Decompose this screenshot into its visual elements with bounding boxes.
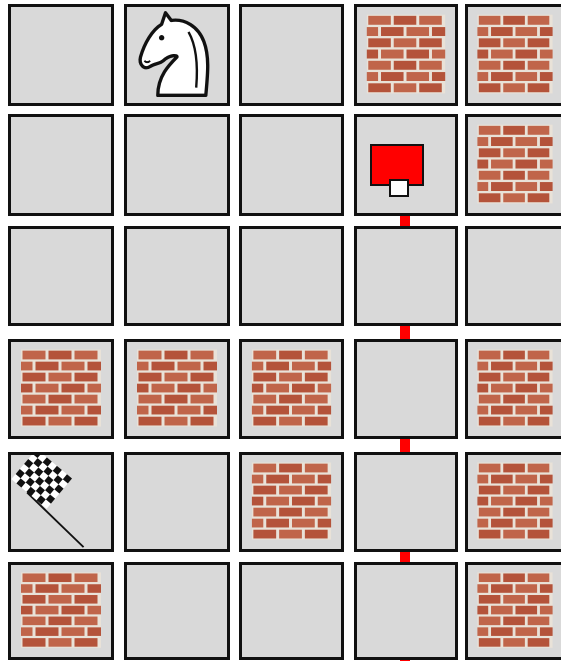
board-cell-r3c1-empty[interactable] — [8, 226, 114, 326]
board-cell-r6c1-brick[interactable] — [8, 562, 114, 660]
knight-icon — [127, 7, 227, 103]
brick-wall-icon — [468, 565, 561, 657]
brick-wall-icon — [468, 7, 561, 103]
board-cell-r5c1-flag[interactable] — [8, 452, 114, 552]
board-cell-r5c3-brick[interactable] — [239, 452, 344, 552]
board-cell-r6c2-empty[interactable] — [124, 562, 230, 660]
board-cell-r6c5-brick[interactable] — [465, 562, 561, 660]
brick-wall-icon — [468, 117, 561, 213]
board-cell-r5c5-brick[interactable] — [465, 452, 561, 552]
brick-wall-icon — [242, 455, 341, 549]
board-cell-r6c4-empty[interactable] — [354, 562, 458, 660]
board-cell-r2c5-brick[interactable] — [465, 114, 561, 216]
board-cell-r1c4-brick[interactable] — [354, 4, 458, 106]
board-cell-r4c3-brick[interactable] — [239, 339, 344, 439]
board-cell-r1c3-empty[interactable] — [239, 4, 344, 106]
board-cell-r1c1-empty[interactable] — [8, 4, 114, 106]
board-cell-r6c3-empty[interactable] — [239, 562, 344, 660]
board-cell-r4c1-brick[interactable] — [8, 339, 114, 439]
board-cell-r3c5-empty[interactable] — [465, 226, 561, 326]
brick-wall-icon — [11, 565, 111, 657]
board-cell-r4c5-brick[interactable] — [465, 339, 561, 439]
board-cell-r1c2-knight[interactable] — [124, 4, 230, 106]
board-cell-r5c2-empty[interactable] — [124, 452, 230, 552]
board-cell-r3c3-empty[interactable] — [239, 226, 344, 326]
brick-wall-icon — [468, 342, 561, 436]
brick-wall-icon — [242, 342, 341, 436]
brick-wall-icon — [468, 455, 561, 549]
board-cell-r2c1-empty[interactable] — [8, 114, 114, 216]
checkered-flag-icon — [11, 455, 111, 549]
board-cell-r4c4-empty[interactable] — [354, 339, 458, 439]
board-cell-r3c4-empty[interactable] — [354, 226, 458, 326]
board-cell-r4c2-brick[interactable] — [124, 339, 230, 439]
brick-wall-icon — [11, 342, 111, 436]
brick-wall-icon — [127, 342, 227, 436]
red-post-icon — [370, 144, 424, 198]
board-cell-r2c2-empty[interactable] — [124, 114, 230, 216]
board-cell-r3c2-empty[interactable] — [124, 226, 230, 326]
board-cell-r1c5-brick[interactable] — [465, 4, 561, 106]
brick-wall-icon — [357, 7, 455, 103]
board-cell-r2c3-empty[interactable] — [239, 114, 344, 216]
board-cell-r5c4-empty[interactable] — [354, 452, 458, 552]
